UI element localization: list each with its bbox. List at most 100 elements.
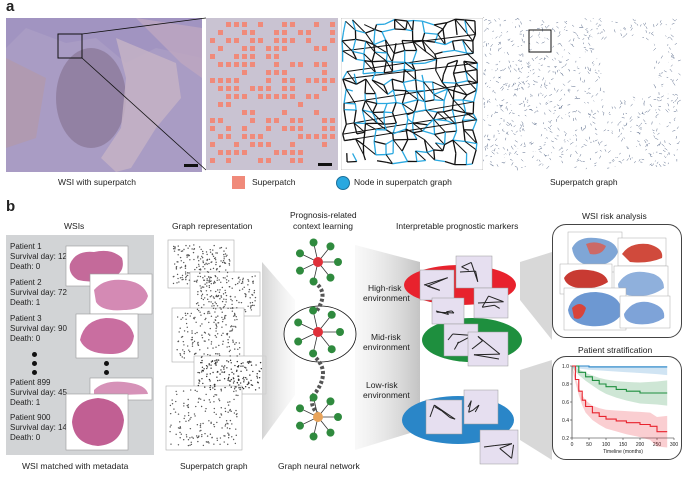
graph-edge xyxy=(444,139,454,146)
graph-texture-stroke xyxy=(645,138,649,142)
patient-900-name: Patient 900 xyxy=(10,413,51,422)
graph-texture-stroke xyxy=(549,130,553,133)
graph-edge xyxy=(421,20,426,34)
graph-edge xyxy=(467,80,478,84)
graph-texture-stroke xyxy=(551,27,554,30)
graph-rep-dot xyxy=(187,247,189,249)
graph-edge xyxy=(377,122,387,131)
superpatch-square xyxy=(314,134,319,139)
graph-texture-stroke xyxy=(655,164,658,168)
graph-texture-stroke xyxy=(655,138,659,140)
graph-texture-stroke xyxy=(514,150,517,154)
graph-edge xyxy=(437,28,444,35)
graph-texture-stroke xyxy=(620,102,623,105)
graph-rep-dot xyxy=(227,339,229,341)
graph-texture-stroke xyxy=(584,18,587,21)
graph-rep-dot xyxy=(202,444,205,447)
graph-rep-dot xyxy=(203,353,205,355)
legend-node-label: Node in superpatch graph xyxy=(354,177,452,187)
graph-rep-dot xyxy=(184,273,187,275)
graph-rep-dot xyxy=(227,361,230,363)
marker-edge xyxy=(499,448,512,459)
graph-rep-dot xyxy=(183,248,185,251)
superpatch-square xyxy=(250,118,255,123)
graph-edge xyxy=(434,159,446,163)
graph-rep-dot xyxy=(235,386,237,388)
graph-rep-dot xyxy=(210,422,212,425)
graph-rep-dot xyxy=(176,273,179,276)
graph-texture-stroke xyxy=(506,31,509,33)
graph-texture-stroke xyxy=(488,21,492,25)
graph-edge xyxy=(385,39,395,54)
graph-texture-stroke xyxy=(630,26,633,29)
graph-texture-stroke xyxy=(490,161,492,163)
graph-texture-stroke xyxy=(612,160,615,163)
graph-rep-dot xyxy=(206,367,208,370)
graph-edge xyxy=(465,71,478,84)
graph-texture-stroke xyxy=(529,69,531,72)
graph-rep-dot xyxy=(207,347,209,349)
graph-rep-dot xyxy=(177,427,180,429)
caption-wsi-superpatch: WSI with superpatch xyxy=(58,177,136,187)
superpatch-square xyxy=(242,62,247,67)
graph-texture-stroke xyxy=(585,139,588,142)
graph-texture-stroke xyxy=(536,41,539,44)
graph-rep-dot xyxy=(214,275,217,278)
graph-rep-dot xyxy=(193,258,195,261)
graph-rep-dot xyxy=(196,308,199,311)
graph-texture-stroke xyxy=(674,93,678,96)
graph-rep-dot xyxy=(177,249,180,251)
graph-rep-dot xyxy=(249,297,251,299)
graph-texture-stroke xyxy=(483,28,487,32)
graph-rep-dot xyxy=(224,407,226,410)
graph-texture-stroke xyxy=(656,128,658,132)
graph-texture-stroke xyxy=(618,152,621,155)
graph-edge xyxy=(365,100,378,105)
graph-texture-stroke xyxy=(576,34,579,37)
graph-texture-stroke xyxy=(560,89,563,92)
graph-edge xyxy=(462,99,467,114)
graph-rep-dot xyxy=(224,304,226,306)
graph-texture-stroke xyxy=(525,80,528,83)
superpatch-square xyxy=(218,78,223,83)
graph-edge xyxy=(403,79,416,84)
graph-edge xyxy=(465,112,478,121)
graph-edge xyxy=(464,19,475,22)
graph-rep-dot xyxy=(239,279,241,281)
graph-texture-stroke xyxy=(543,153,547,157)
graph-texture-stroke xyxy=(518,54,521,57)
graph-edge xyxy=(453,90,468,96)
footer-superpatch-graph: Superpatch graph xyxy=(180,461,248,471)
graph-edge xyxy=(422,130,435,136)
graph-texture-stroke xyxy=(599,150,602,152)
graph-texture-stroke xyxy=(529,141,532,144)
graph-texture-stroke xyxy=(667,153,669,156)
graph-texture-stroke xyxy=(546,165,550,170)
graph-texture-stroke xyxy=(563,139,566,141)
graph-edge xyxy=(381,31,387,41)
graph-rep-dot xyxy=(175,390,177,393)
graph-rep-dot xyxy=(238,289,241,292)
graph-rep-dot xyxy=(183,405,185,407)
header-context-1: Prognosis-related xyxy=(290,210,357,220)
superpatch-square xyxy=(282,78,287,83)
graph-texture-stroke xyxy=(584,48,589,52)
graph-edge xyxy=(363,41,367,54)
graph-rep-dot xyxy=(192,437,195,439)
graph-edge xyxy=(383,71,393,74)
graph-rep-dot xyxy=(236,318,238,321)
graph-texture-stroke xyxy=(545,101,548,104)
graph-rep-dot xyxy=(238,353,241,355)
graph-rep-dot xyxy=(208,321,210,324)
graph-rep-dot xyxy=(184,415,186,417)
marker-edge xyxy=(429,404,435,418)
graph-texture-stroke xyxy=(665,24,667,26)
graph-rep-dot xyxy=(215,336,218,338)
graph-rep-dot xyxy=(248,291,250,293)
graph-rep-dot xyxy=(244,366,246,368)
graph-texture-stroke xyxy=(604,144,607,147)
graph-texture-stroke xyxy=(576,89,579,92)
graph-texture-stroke xyxy=(539,150,542,154)
graph-texture-stroke xyxy=(512,82,515,86)
graph-texture-stroke xyxy=(537,76,540,78)
